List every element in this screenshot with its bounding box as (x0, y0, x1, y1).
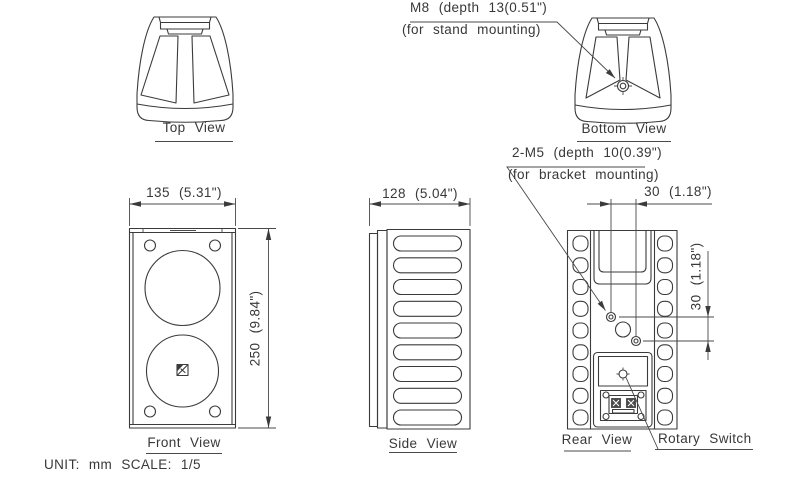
rear-handle-recess (593, 229, 652, 285)
unit-scale-note: UNIT: mm SCALE: 1/5 (44, 457, 201, 472)
side-depth-dimension: 128 (5.04") (382, 186, 458, 201)
rear-right-slots (656, 235, 674, 426)
front-screw-hole (143, 239, 157, 252)
m8-stand-mount-hole (614, 77, 632, 95)
rear-terminal-panel (592, 351, 653, 428)
top-view-drawing (136, 16, 234, 123)
rotary-switch-label: Rotary Switch (658, 431, 752, 446)
upper-speaker-circle (144, 249, 221, 327)
front-view-label: Front View (147, 435, 221, 450)
side-vent-slots (392, 235, 463, 426)
brand-logo (176, 363, 189, 377)
side-view-label: Side View (388, 436, 458, 451)
m8-callout-line2: (for stand mounting) (402, 22, 541, 37)
rear-left-slots (572, 235, 589, 426)
m5-callout-line1: 2-M5 (depth 10(0.39") (512, 145, 663, 160)
dimension-lines (129, 198, 714, 429)
rotary-switch-control (616, 367, 630, 381)
bottom-view-drawing (574, 17, 672, 124)
m5-callout-line2: (for bracket mounting) (508, 167, 659, 182)
rear-view-drawing (566, 229, 678, 430)
side-view-drawing (368, 228, 471, 430)
front-screw-hole (208, 239, 222, 252)
bottom-view-label: Bottom View (581, 121, 667, 136)
lower-speaker-circle (145, 334, 220, 408)
front-view-drawing (128, 227, 237, 429)
front-height-dimension: 250 (9.84") (247, 290, 263, 367)
m5-bracket-hole-2 (630, 335, 642, 347)
leader-lines (146, 21, 753, 454)
m8-callout-line1: M8 (depth 13(0.51") (410, 0, 548, 15)
rear-holes-horizontal-dimension: 30 (1.18") (644, 184, 712, 199)
rear-center-hole (614, 321, 632, 338)
m5-bracket-hole-1 (605, 311, 617, 323)
front-screw-hole (208, 405, 222, 418)
rear-holes-vertical-dimension: 30 (1.18") (688, 242, 704, 311)
top-view-label: Top View (162, 120, 226, 135)
front-width-dimension: 135 (5.31") (146, 185, 222, 200)
front-screw-hole (143, 405, 157, 418)
speaker-terminal-connector (608, 394, 639, 415)
rear-view-label: Rear View (561, 432, 633, 447)
